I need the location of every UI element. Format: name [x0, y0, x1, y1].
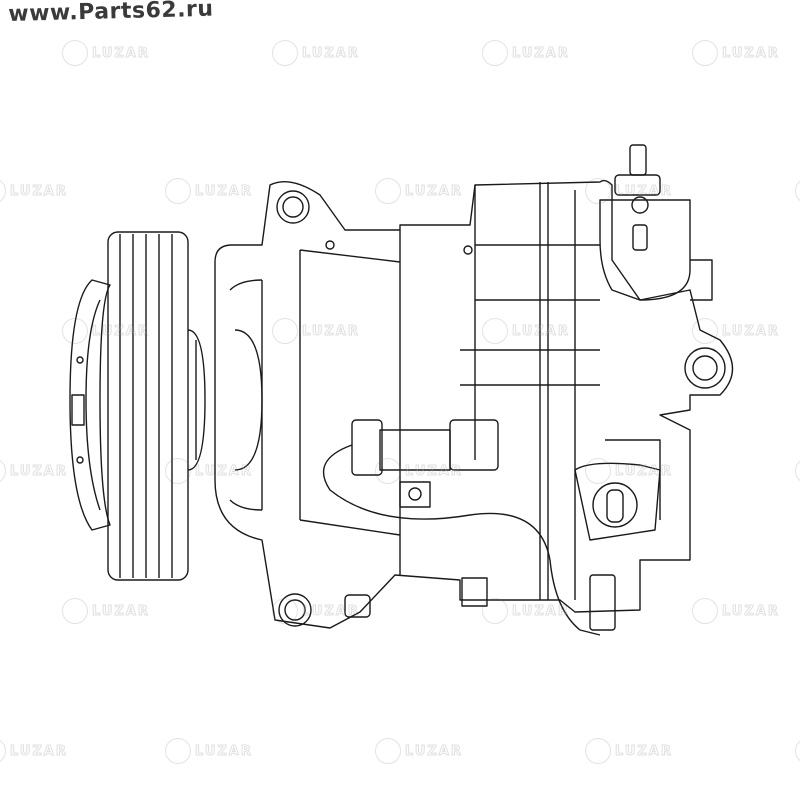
service-valve — [599, 144, 713, 301]
luzar-watermark: LUZAR — [0, 178, 68, 204]
luzar-watermark-text: LUZAR — [512, 45, 570, 61]
luzar-watermark: LUZAR — [585, 738, 673, 764]
luzar-watermark: LUZAR — [692, 40, 780, 66]
luzar-logo-icon — [62, 40, 88, 66]
luzar-logo-icon — [375, 738, 401, 764]
luzar-watermark: LUZAR — [375, 178, 463, 204]
luzar-watermark-text: LUZAR — [195, 183, 253, 199]
luzar-logo-icon — [482, 40, 508, 66]
luzar-logo-icon — [165, 738, 191, 764]
luzar-watermark: LUZAR — [272, 40, 360, 66]
luzar-logo-icon — [585, 738, 611, 764]
luzar-watermark-text: LUZAR — [92, 323, 150, 339]
luzar-watermark-text: LUZAR — [722, 323, 780, 339]
luzar-watermark: LUZAR — [375, 458, 463, 484]
luzar-watermark-text: LUZAR — [405, 743, 463, 759]
luzar-logo-icon — [165, 178, 191, 204]
luzar-watermark: LUZAR — [692, 598, 780, 624]
luzar-watermark-text: LUZAR — [512, 323, 570, 339]
luzar-watermark-text: LUZAR — [722, 45, 780, 61]
luzar-logo-icon — [165, 458, 191, 484]
connector — [322, 419, 661, 636]
luzar-watermark: LUZAR — [272, 598, 360, 624]
luzar-watermark-text: LUZAR — [195, 743, 253, 759]
luzar-logo-icon — [62, 598, 88, 624]
luzar-watermark: LUZAR — [62, 318, 150, 344]
luzar-logo-icon — [0, 738, 6, 764]
luzar-watermark-text: LUZAR — [302, 323, 360, 339]
luzar-logo-icon — [692, 40, 718, 66]
luzar-logo-icon — [375, 178, 401, 204]
luzar-logo-icon — [272, 40, 298, 66]
luzar-logo-icon — [62, 318, 88, 344]
luzar-watermark-text: LUZAR — [302, 45, 360, 61]
luzar-watermark-text: LUZAR — [10, 743, 68, 759]
luzar-watermark: LUZAR — [0, 738, 68, 764]
luzar-logo-icon — [692, 598, 718, 624]
luzar-logo-icon — [795, 738, 800, 764]
luzar-watermark: LUZAR — [795, 178, 800, 204]
luzar-watermark-text: LUZAR — [195, 463, 253, 479]
luzar-watermark: LUZAR — [62, 598, 150, 624]
luzar-watermark-text: LUZAR — [10, 183, 68, 199]
luzar-watermark-text: LUZAR — [10, 463, 68, 479]
luzar-watermark-text: LUZAR — [615, 743, 673, 759]
luzar-watermark: LUZAR — [375, 738, 463, 764]
luzar-watermark-text: LUZAR — [92, 45, 150, 61]
luzar-watermark-text: LUZAR — [405, 183, 463, 199]
luzar-watermark: LUZAR — [585, 178, 673, 204]
luzar-logo-icon — [0, 178, 6, 204]
luzar-logo-icon — [482, 318, 508, 344]
luzar-watermark-text: LUZAR — [512, 603, 570, 619]
luzar-watermark: LUZAR — [62, 40, 150, 66]
luzar-logo-icon — [795, 458, 800, 484]
luzar-logo-icon — [585, 458, 611, 484]
luzar-watermark: LUZAR — [692, 318, 780, 344]
luzar-watermark: LUZAR — [482, 40, 570, 66]
luzar-watermark-text: LUZAR — [615, 463, 673, 479]
luzar-watermark-text: LUZAR — [615, 183, 673, 199]
luzar-watermark: LUZAR — [165, 738, 253, 764]
luzar-watermark: LUZAR — [795, 458, 800, 484]
luzar-logo-icon — [585, 178, 611, 204]
luzar-watermark: LUZAR — [482, 318, 570, 344]
luzar-watermark: LUZAR — [795, 738, 800, 764]
luzar-watermark: LUZAR — [165, 178, 253, 204]
mounting-ears — [276, 190, 726, 627]
luzar-watermark: LUZAR — [0, 458, 68, 484]
luzar-logo-icon — [375, 458, 401, 484]
luzar-logo-icon — [272, 598, 298, 624]
luzar-watermark: LUZAR — [585, 458, 673, 484]
luzar-watermark-text: LUZAR — [92, 603, 150, 619]
clutch-plate — [69, 279, 111, 531]
compressor-body — [214, 179, 734, 629]
luzar-watermark-text: LUZAR — [405, 463, 463, 479]
luzar-logo-icon — [482, 598, 508, 624]
luzar-watermark-text: LUZAR — [302, 603, 360, 619]
luzar-watermark: LUZAR — [272, 318, 360, 344]
luzar-logo-icon — [692, 318, 718, 344]
luzar-logo-icon — [272, 318, 298, 344]
luzar-logo-icon — [0, 458, 6, 484]
luzar-watermark: LUZAR — [482, 598, 570, 624]
luzar-watermark-text: LUZAR — [722, 603, 780, 619]
luzar-watermark: LUZAR — [165, 458, 253, 484]
luzar-logo-icon — [795, 178, 800, 204]
pulley — [107, 231, 206, 581]
